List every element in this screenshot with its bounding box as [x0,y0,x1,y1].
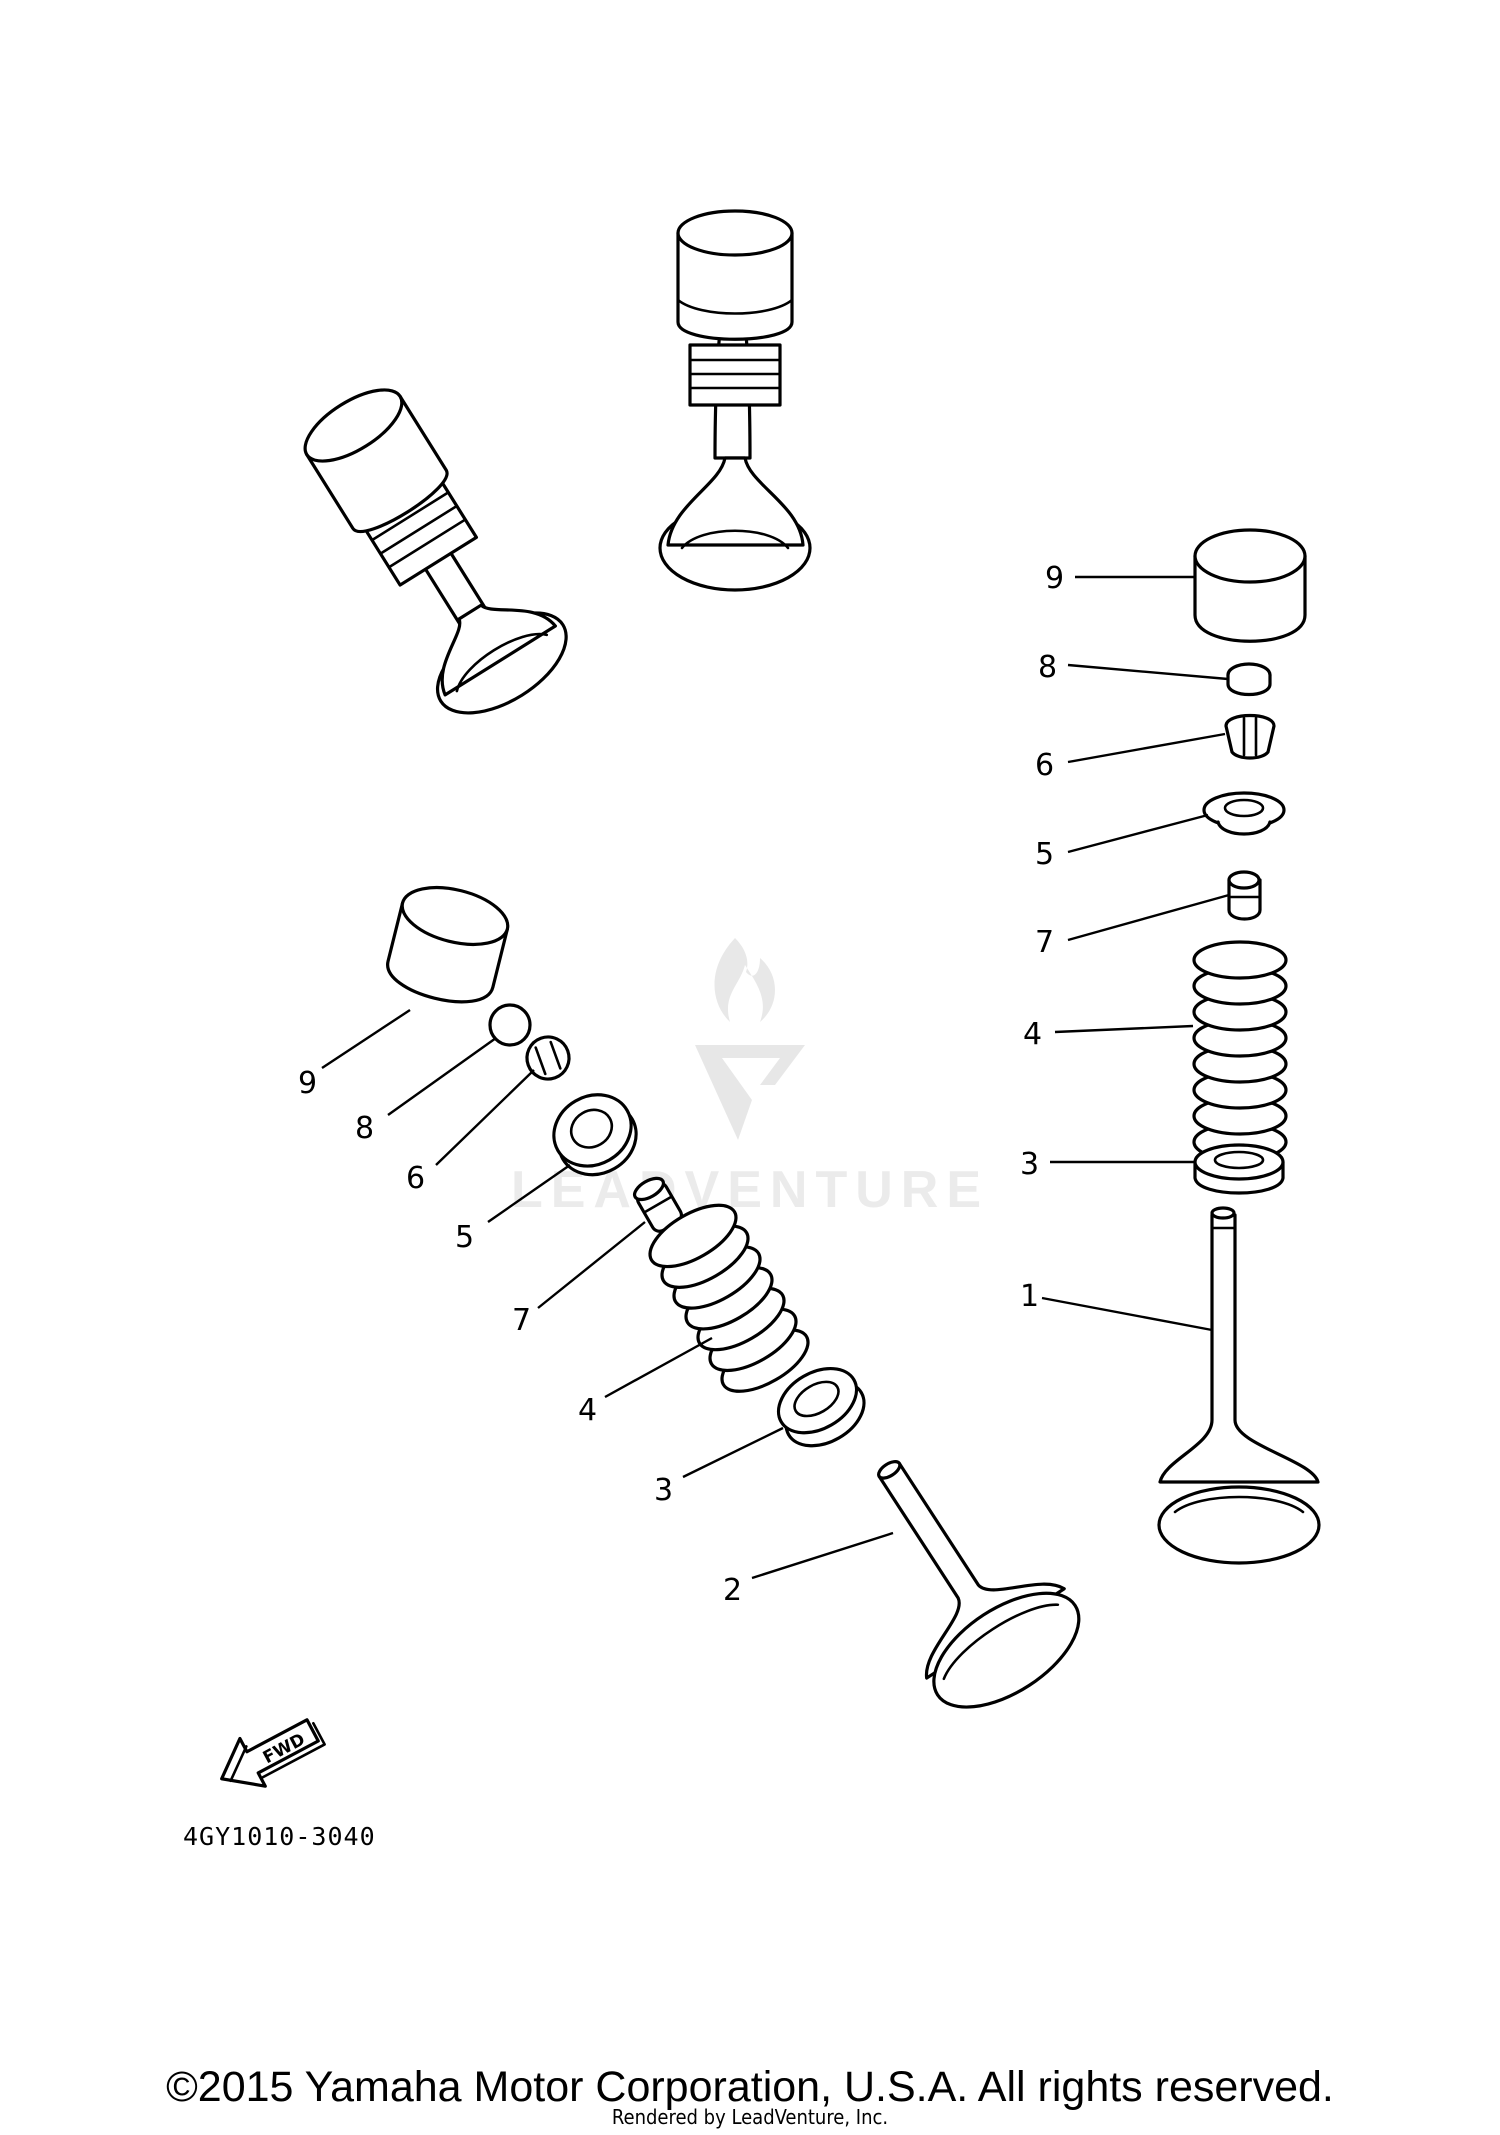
fwd-arrow-icon: FWD [220,1718,326,1788]
watermark-logo [695,938,805,1140]
l-valve [877,1459,1081,1709]
callout-l-4: 4 [578,1393,597,1428]
l-valve-pad [488,1003,532,1047]
callout-r-9: 9 [1045,561,1064,596]
r-valve-retainer [1202,791,1286,829]
diagram-code: 4GY1010-3040 [183,1822,376,1851]
left-stack [386,885,1081,1709]
l-stem-seal [632,1176,684,1233]
callout-r-5: 5 [1035,837,1054,872]
callout-l-7: 7 [512,1303,531,1338]
r-valve [1158,1213,1320,1484]
callout-r-6: 6 [1035,748,1054,783]
callouts-left: 9 8 6 5 7 4 3 2 [298,1066,742,1608]
callout-l-6: 6 [406,1161,425,1196]
callout-l-8: 8 [355,1111,374,1146]
right-stack [1157,528,1321,1565]
l-valve-retainer [552,1093,638,1177]
copyright-notice: ©2015 Yamaha Motor Corporation, U.S.A. A… [166,2063,1334,2111]
r-stem-seal [1227,878,1262,921]
r-valve-spring [1192,940,1288,1162]
callout-r-8: 8 [1038,650,1057,685]
callout-l-5: 5 [455,1220,474,1255]
l-valve-cotter [525,1035,571,1081]
callout-r-3: 3 [1020,1147,1039,1182]
callout-r-1: 1 [1020,1279,1039,1314]
leader-lines [321,575,1230,1580]
callout-r-4: 4 [1023,1017,1042,1052]
l-valve-lifter [386,885,510,1004]
r-valve-cotter [1224,714,1276,760]
callouts-right: 9 8 6 5 7 4 3 1 [1020,561,1064,1314]
l-valve-spring [648,1203,810,1393]
assembled-valve-top [658,209,812,592]
callout-r-7: 7 [1035,925,1054,960]
rendered-by-notice: Rendered by LeadVenture, Inc. [611,2105,889,2129]
l-spring-seat [776,1366,866,1448]
callout-l-3: 3 [654,1473,673,1508]
callout-l-9: 9 [298,1066,317,1101]
assembled-valve-left [303,388,568,715]
callout-l-2: 2 [723,1573,742,1608]
